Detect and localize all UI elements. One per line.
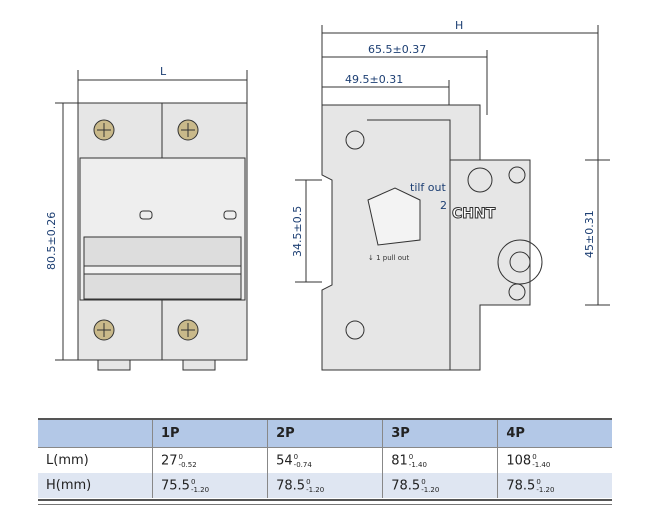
header-cell: 3P <box>382 419 498 448</box>
pull-out-label: ↓ 1 pull out <box>368 254 409 262</box>
tolerance: 0-1.20 <box>536 478 554 494</box>
value: 75.5 <box>161 478 190 493</box>
tolerance: 0-1.20 <box>421 478 439 494</box>
tolerance: 0-1.20 <box>191 478 209 494</box>
breaker-body-side <box>321 104 531 371</box>
dim-height-label: 80.5±0.26 <box>45 212 58 270</box>
upper-tolerance: 0 <box>408 452 414 461</box>
tolerance: 0-0.74 <box>294 453 312 469</box>
upper-tolerance: 0 <box>306 477 311 486</box>
header-cell: 2P <box>267 419 383 448</box>
row-label: H(mm) <box>38 473 153 498</box>
value: 78.5 <box>506 478 536 493</box>
drawings: L 80.5±0.26 tilf out 2 ↓ 1 pull out CHNT… <box>45 19 610 371</box>
lower-tolerance: -1.40 <box>532 460 551 469</box>
dim-34-label: 34.5±0.5 <box>291 206 304 257</box>
dim-H-label: H <box>455 19 463 32</box>
tilt-out-label: tilf out <box>410 181 446 194</box>
value: 78.5 <box>391 478 421 493</box>
dim-49-label: 49.5±0.31 <box>345 73 403 86</box>
upper-tolerance: 0 <box>178 452 184 461</box>
lower-tolerance: -0.74 <box>293 460 312 469</box>
value: 81 <box>391 453 408 468</box>
dim-65-label: 65.5±0.37 <box>368 43 426 56</box>
tolerance: 0-1.40 <box>532 453 550 469</box>
table-header: 1P 2P 3P 4P <box>38 419 612 448</box>
lower-tolerance: -1.20 <box>421 485 440 494</box>
lower-tolerance: -1.40 <box>408 460 427 469</box>
value: 78.5 <box>276 478 306 493</box>
side-view: tilf out 2 ↓ 1 pull out CHNT H 65.5±0.37… <box>291 19 610 371</box>
tolerance: 0-1.20 <box>306 478 324 494</box>
tolerance: 0-0.52 <box>179 453 197 469</box>
value: 54 <box>276 453 293 468</box>
tolerance: 0-1.40 <box>409 453 427 469</box>
value: 27 <box>161 453 178 468</box>
header-cell <box>38 419 153 448</box>
tilt-step-label: 2 <box>440 199 447 212</box>
header-cell: 1P <box>151 419 268 448</box>
lower-tolerance: -0.52 <box>178 460 197 469</box>
lower-tolerance: -1.20 <box>536 485 555 494</box>
chint-logo: CHNT <box>452 206 496 222</box>
lower-tolerance: -1.20 <box>306 485 325 494</box>
row-label: L(mm) <box>46 453 89 468</box>
header-cell: 4P <box>497 419 612 448</box>
dim-45-label: 45±0.31 <box>583 210 596 258</box>
table-bottom-rule <box>38 499 612 505</box>
upper-tolerance: 0 <box>293 452 299 461</box>
dim-L-label: L <box>160 65 167 78</box>
front-view: L 80.5±0.26 <box>45 65 248 371</box>
upper-tolerance: 0 <box>532 452 537 461</box>
upper-tolerance: 0 <box>536 477 541 486</box>
upper-tolerance: 0 <box>190 477 196 486</box>
lower-tolerance: -1.20 <box>190 485 210 494</box>
value: 108 <box>506 453 532 468</box>
upper-tolerance: 0 <box>421 477 426 486</box>
